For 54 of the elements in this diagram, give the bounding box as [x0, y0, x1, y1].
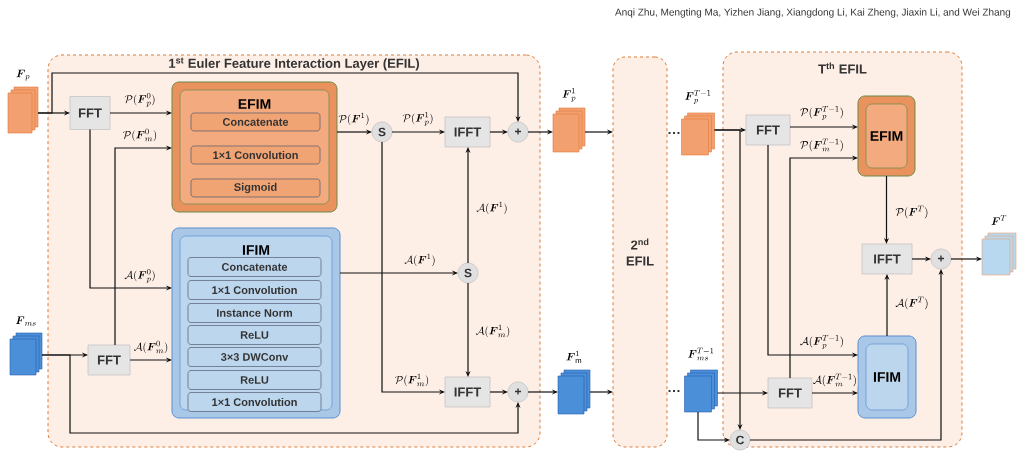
edge-label: $\mathcal{P}(\boldsymbol{F}_{m}^{T-1})$ — [799, 138, 845, 152]
module-box: IFIM — [857, 335, 917, 419]
feature-map-stack: $\boldsymbol{F}_{p}$ — [7, 69, 39, 134]
arrow — [37, 72, 521, 122]
layer-box: Instance Norm — [187, 303, 322, 323]
feature-map-stack: $\boldsymbol{F}_{ms}^{T-1}$ — [684, 347, 718, 413]
ellipsis: … — [668, 389, 680, 393]
edge-label: $\mathcal{P}(\boldsymbol{F}^{T})$ — [895, 205, 929, 219]
arrow — [713, 129, 743, 430]
edge-label: $\mathcal{A}(\boldsymbol{F}^{1})$ — [403, 253, 437, 267]
operation-box: IFFT — [861, 243, 913, 275]
layer-panel: 2$^{nd}$ EFIL — [612, 56, 668, 448]
edge-label: $\mathcal{A}(\boldsymbol{F}_{m}^{T-1})$ — [812, 373, 858, 387]
edge-label: $\mathcal{P}(\boldsymbol{F}_{m}^{1})$ — [394, 373, 430, 387]
edge-label: $\mathcal{A}(\boldsymbol{F}_{p}^{T-1})$ — [799, 334, 845, 350]
edge-label: $\mathcal{P}(\boldsymbol{F}_{p}^{T-1})$ — [799, 105, 845, 121]
operation-box: FFT — [87, 344, 131, 376]
layer-box: 1×1 Convolution — [190, 145, 321, 165]
edge-label: $\mathcal{P}(\boldsymbol{F}^{1})$ — [337, 112, 371, 126]
node-label: $\boldsymbol{F}_{p}$ — [16, 69, 30, 81]
node-label: $\boldsymbol{F}_{ms}^{T-1}$ — [688, 347, 714, 361]
layer-box: 3×3 DWConv — [187, 347, 322, 367]
node-label: $\boldsymbol{F}_{ms}$ — [15, 316, 36, 326]
arrow — [114, 145, 172, 346]
feature-map-stack: $\boldsymbol{F}_{p}^{T-1}$ — [681, 90, 715, 156]
layer-box: ReLU — [187, 370, 322, 390]
node-label: $\boldsymbol{F}_{p}^{T-1}$ — [685, 90, 711, 105]
module-box: EFIM — [857, 95, 916, 177]
edge-label: $\mathcal{A}(\boldsymbol{F}^{T})$ — [894, 296, 930, 310]
node-label: $\boldsymbol{F}^{T}$ — [991, 215, 1007, 225]
arrow — [789, 155, 858, 379]
layer-box: Concatenate — [187, 257, 322, 277]
operation-box: IFFT — [444, 376, 491, 408]
layer-box: Sigmoid — [190, 178, 321, 198]
layer-box: Concatenate — [190, 112, 321, 132]
edge-label: $\mathcal{A}(\boldsymbol{F}^{1})$ — [475, 201, 509, 215]
header-text: Anqi Zhu, Mengting Ma, Yizhen Jiang, Xiangdong Li, Kai Zheng, Jiaxin Li, and Wei Zhang — [615, 8, 1011, 18]
layer-box: ReLU — [187, 325, 322, 345]
operation-box: FFT — [69, 96, 111, 130]
feature-map-stack: $\boldsymbol{F}_{\mathrm{m}}^{1}$ — [557, 350, 591, 415]
feature-map-stack: $\boldsymbol{F}^{T}$ — [981, 215, 1017, 276]
layer-box: 1×1 Convolution — [187, 280, 322, 300]
edge-label: $\mathcal{A}(\boldsymbol{F}_{m}^{0})$ — [133, 340, 169, 354]
ellipsis: … — [668, 131, 680, 135]
node-label: $\boldsymbol{F}_{\mathrm{m}}^{1}$ — [566, 350, 582, 364]
node-label: $\boldsymbol{F}_{p}^{1}$ — [562, 87, 576, 102]
feature-map-stack: $\boldsymbol{F}_{p}^{1}$ — [552, 87, 586, 153]
operation-box: FFT — [745, 114, 791, 146]
operation-box: IFFT — [444, 116, 491, 148]
operation-box: FFT — [767, 377, 813, 409]
edge-label: $\mathcal{P}(\boldsymbol{F}_{m}^{0})$ — [122, 128, 158, 142]
feature-map-stack: $\boldsymbol{F}_{ms}$ — [9, 316, 43, 376]
edge-label: $\mathcal{A}(\boldsymbol{F}_{m}^{1})$ — [475, 324, 511, 338]
layer-box: 1×1 Convolution — [187, 392, 322, 412]
